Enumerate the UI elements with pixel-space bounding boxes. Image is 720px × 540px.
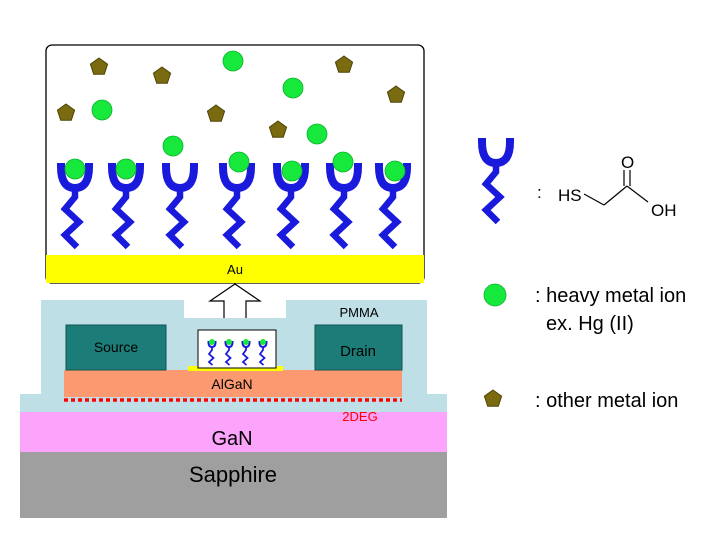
mini-heavy-ion: [226, 339, 232, 345]
heavy-metal-ion: [332, 151, 354, 173]
mini-heavy-ion: [260, 339, 266, 345]
heavy-metal-ion: [222, 50, 244, 72]
bond: [603, 185, 628, 206]
sapphire-label: Sapphire: [189, 462, 277, 487]
legend-other-ion-label: : other metal ion: [535, 390, 678, 412]
legend-other-ion-icon: [483, 389, 503, 407]
sapphire-substrate: [20, 452, 447, 518]
heavy-metal-ion: [282, 77, 304, 99]
legend: : HS O OH : heavy metal ion ex. Hg (II) …: [482, 142, 686, 412]
device-cross-section: Sapphire GaN AlGaN 2DEG Source Drain PMM…: [20, 300, 447, 518]
heavy-metal-ion: [306, 123, 328, 145]
algan-layer: [64, 370, 402, 397]
legend-receptor-separator: :: [537, 183, 542, 202]
legend-other-ion: : other metal ion: [483, 389, 678, 412]
carbonyl-oxygen: O: [621, 153, 634, 172]
gan-layer: [20, 412, 447, 452]
thioglycolic-acid-structure: HS O OH: [558, 153, 677, 220]
heavy-metal-ion: [115, 158, 137, 180]
legend-heavy-ion-label: : heavy metal ion: [535, 285, 686, 307]
heavy-metal-ion: [384, 160, 406, 182]
gan-label: GaN: [211, 428, 252, 450]
legend-heavy-ion: : heavy metal ion ex. Hg (II): [483, 283, 686, 335]
legend-receptor-icon: [482, 142, 510, 222]
mini-heavy-ion: [209, 339, 215, 345]
heavy-metal-ion: [281, 160, 303, 182]
source-label: Source: [94, 339, 139, 355]
thiol-group: HS: [558, 186, 582, 205]
heavy-metal-ion: [64, 158, 86, 180]
source-contact: [65, 324, 167, 371]
heavy-metal-ion: [91, 99, 113, 121]
bond: [626, 185, 649, 203]
heavy-metal-ion: [228, 151, 250, 173]
bond: [583, 193, 605, 206]
drain-contact: [314, 324, 403, 371]
mini-heavy-ion: [243, 339, 249, 345]
captured-heavy-metal-ions: [64, 151, 406, 182]
legend-heavy-ion-example: ex. Hg (II): [546, 313, 634, 335]
algan-label: AlGaN: [211, 376, 252, 392]
drain-label: Drain: [340, 343, 376, 360]
inset-panel: Au: [45, 44, 425, 284]
mini-receptors: [207, 339, 268, 366]
pmma-label: PMMA: [340, 305, 379, 320]
legend-heavy-ion-icon: [483, 283, 507, 307]
heavy-metal-ion: [162, 135, 184, 157]
free-heavy-metal-ions: [91, 50, 328, 157]
hydroxyl-group: OH: [651, 201, 677, 220]
2deg-label: 2DEG: [342, 409, 377, 424]
gold-electrode-label: Au: [227, 262, 243, 277]
gold-electrode: [46, 255, 424, 283]
legend-receptor: : HS O OH: [482, 142, 677, 222]
